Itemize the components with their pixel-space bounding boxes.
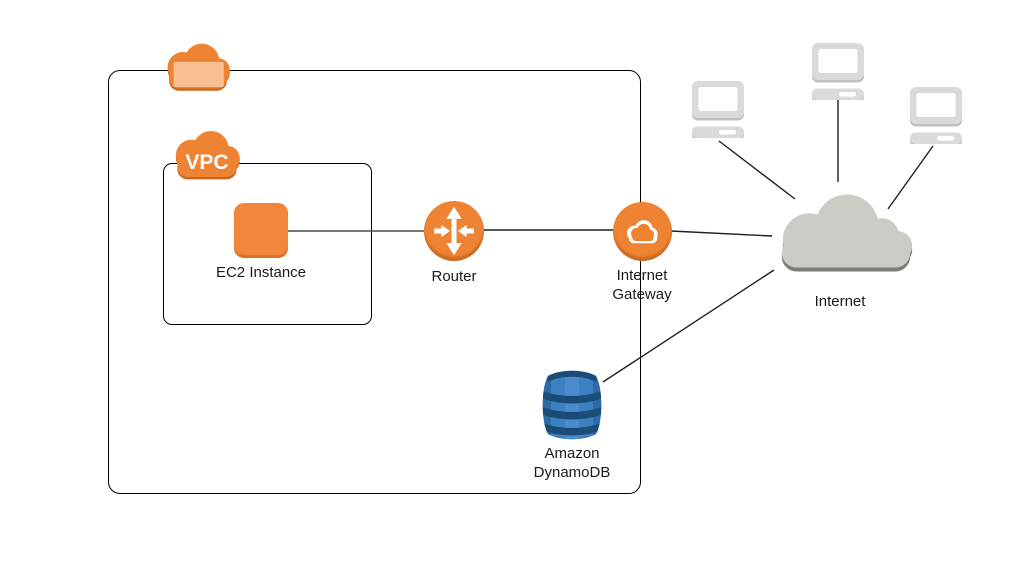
laptop-icon	[692, 81, 744, 138]
laptop-icon	[910, 87, 962, 144]
dynamodb-icon	[542, 370, 602, 440]
aws-boundary-box	[108, 70, 641, 494]
aws-cloud-icon	[167, 43, 230, 91]
internet-gateway-label: Internet Gateway	[612, 267, 672, 304]
edge-laptop1-internet	[718, 140, 796, 200]
edge-internet-dynamodb	[602, 269, 775, 383]
router-icon	[424, 201, 484, 261]
vpc-boundary-box	[163, 163, 372, 325]
edge-laptop3-internet	[887, 145, 934, 210]
laptop-icon	[812, 43, 864, 100]
internet-label: Internet	[814, 293, 866, 310]
gateway-cloud-glyph	[626, 220, 658, 244]
internet-cloud-icon	[781, 194, 913, 272]
vpc-label: VPC	[185, 151, 228, 174]
internet-gateway-icon	[613, 202, 672, 261]
vpc-cloud-icon: VPC	[175, 131, 240, 180]
dynamodb-label: Amazon DynamoDB	[533, 445, 611, 482]
router-arrows-glyph	[434, 206, 474, 256]
router-label: Router	[431, 268, 477, 285]
ec2-instance-label: EC2 Instance	[215, 264, 307, 281]
ec2-instance-icon	[234, 203, 288, 258]
edge-igw-internet	[670, 230, 773, 237]
